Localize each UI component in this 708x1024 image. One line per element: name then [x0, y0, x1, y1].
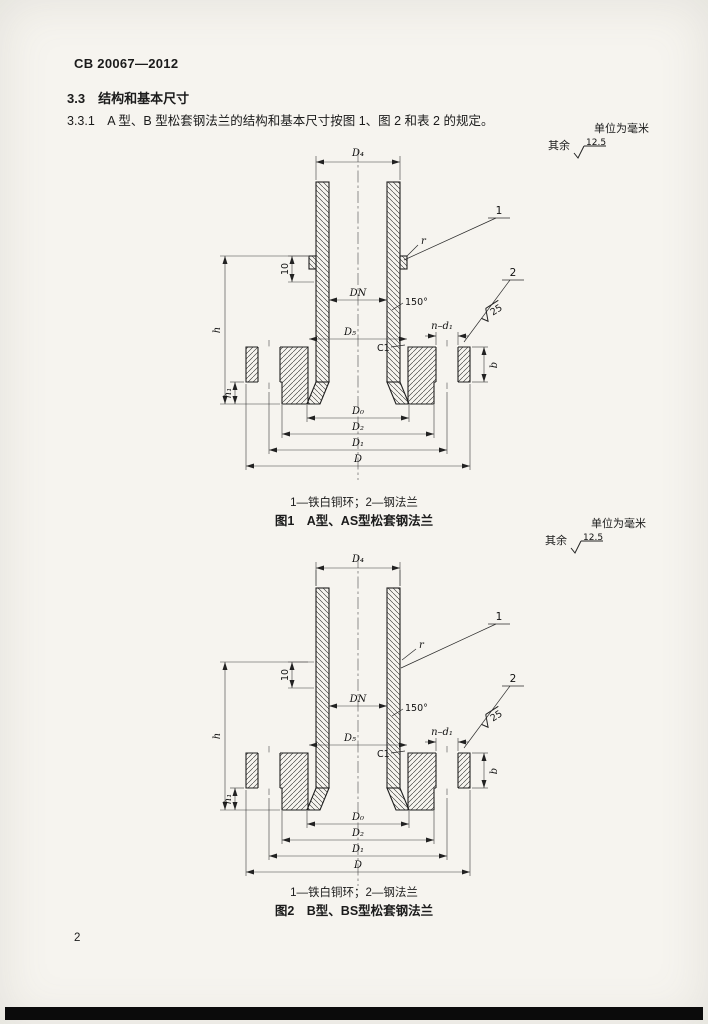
label-callout-1: 1 [496, 611, 503, 623]
dimension-d5: D₅ [309, 327, 407, 342]
dimension-h: h [212, 255, 308, 405]
label-dn: DN [349, 288, 368, 299]
dimension-dn: DN [329, 288, 387, 303]
label-h: h [212, 733, 223, 739]
figure2-title: 图2 B型、BS型松套钢法兰 [274, 904, 434, 918]
dimension-bolt-holes: n–d₁ [425, 321, 469, 345]
dimension-h: h [212, 661, 308, 811]
page-number: 2 [74, 932, 81, 944]
label-d5: D₅ [343, 733, 356, 744]
dimension-ten: 10 [280, 661, 314, 689]
dimension-d: D [245, 384, 471, 470]
label-b: b [489, 362, 500, 368]
label-callout-2: 2 [510, 267, 517, 279]
surface-finish-note: 其余 12.5 [545, 532, 705, 554]
pipe-section [306, 181, 410, 405]
label-angle: 150° [405, 297, 428, 308]
label-d5: D₅ [343, 327, 356, 338]
label-d: D [353, 860, 362, 871]
label-d: D [353, 454, 362, 465]
part-callout-1: 1 [400, 611, 510, 669]
part-callout-2: 2 [463, 267, 524, 343]
units-note-2: 单位为毫米 其余 12.5 [545, 515, 705, 554]
label-d2: D₂ [351, 828, 364, 839]
label-angle: 150° [405, 703, 428, 714]
label-callout-1: 1 [496, 205, 503, 217]
dimension-d: D [245, 790, 471, 876]
dimension-b: b [472, 752, 500, 789]
radius-callout: r [401, 640, 425, 661]
chamfer-callout: C1 [377, 343, 406, 354]
surface-finish-icon: 12.5 [570, 533, 603, 554]
dimension-dn: DN [329, 694, 387, 709]
angle-callout: 150° [391, 297, 428, 311]
part-callout-2: 2 [463, 673, 524, 749]
dimension-top-diameter: D₄ [315, 148, 401, 180]
figure1-parts-caption: 1—铁白铜环；2—钢法兰 [290, 497, 418, 509]
label-c1: C1 [377, 749, 390, 760]
label-bolt-holes: n–d₁ [431, 727, 453, 738]
face-roughness-mark: 25 [481, 705, 505, 729]
roughness-value: 12.5 [586, 138, 606, 148]
dimension-d2: D₂ [281, 405, 435, 438]
dimension-bolt-holes: n–d₁ [425, 727, 469, 751]
label-d1: D₁ [351, 844, 364, 855]
section-heading: 3.3 结构和基本尺寸 [67, 91, 190, 106]
label-d2: D₂ [351, 422, 364, 433]
dimension-d1: D₁ [268, 392, 448, 454]
unit-text: 单位为毫米 [591, 518, 646, 530]
label-ten: 10 [280, 263, 291, 275]
dimension-top-diameter: D₄ [315, 554, 401, 586]
face-roughness-mark: 25 [481, 299, 505, 323]
label-h: h [212, 327, 223, 333]
dimension-b: b [472, 346, 500, 383]
rest-text: 其余 [545, 535, 567, 547]
dimension-h1: h₁ [223, 787, 244, 810]
dimension-d2: D₂ [281, 811, 435, 844]
label-h1: h₁ [223, 388, 234, 398]
rest-text: 其余 [548, 140, 570, 152]
pipe-section [306, 570, 410, 811]
radius-callout: r [406, 236, 427, 257]
dimension-d0: D₀ [306, 811, 410, 828]
dimension-d5: D₅ [309, 733, 407, 748]
label-b: b [489, 768, 500, 774]
label-top-diameter: D₄ [351, 554, 364, 565]
label-r: r [419, 640, 425, 651]
figure2-drawing: D₄ 10 h h₁ b [212, 554, 524, 886]
figure1-title: 图1 A型、AS型松套钢法兰 [274, 514, 434, 528]
angle-callout: 150° [391, 703, 428, 717]
scan-artifact-bar [5, 1007, 703, 1020]
dimension-h1: h₁ [223, 381, 244, 404]
label-d1: D₁ [351, 438, 364, 449]
label-top-diameter: D₄ [351, 148, 364, 159]
label-r: r [421, 236, 427, 247]
roughness-value: 12.5 [583, 533, 603, 543]
label-d0: D₀ [351, 812, 364, 823]
unit-text: 单位为毫米 [594, 123, 649, 135]
label-c1: C1 [377, 343, 390, 354]
figure2-parts-caption: 1—铁白铜环；2—钢法兰 [290, 887, 418, 899]
dimension-d0: D₀ [306, 405, 410, 422]
label-bolt-holes: n–d₁ [431, 321, 453, 332]
surface-finish-icon: 12.5 [573, 138, 606, 159]
label-ten: 10 [280, 669, 291, 681]
label-h1: h₁ [223, 794, 234, 804]
chamfer-callout: C1 [377, 749, 406, 760]
standard-number: CB 20067—2012 [74, 56, 179, 71]
surface-finish-note: 其余 12.5 [548, 137, 708, 159]
dimension-d1: D₁ [268, 798, 448, 860]
units-note-1: 单位为毫米 其余 12.5 [548, 120, 708, 159]
label-callout-2: 2 [510, 673, 517, 685]
label-dn: DN [349, 694, 368, 705]
label-d0: D₀ [351, 406, 364, 417]
clause-text: 3.3.1 A 型、B 型松套钢法兰的结构和基本尺寸按图 1、图 2 和表 2 … [67, 114, 494, 128]
figure1-drawing: D₄ 10 h h₁ b [212, 148, 524, 480]
flange-section [245, 752, 471, 811]
flange-section [245, 346, 471, 405]
part-callout-1: 1 [403, 205, 510, 261]
